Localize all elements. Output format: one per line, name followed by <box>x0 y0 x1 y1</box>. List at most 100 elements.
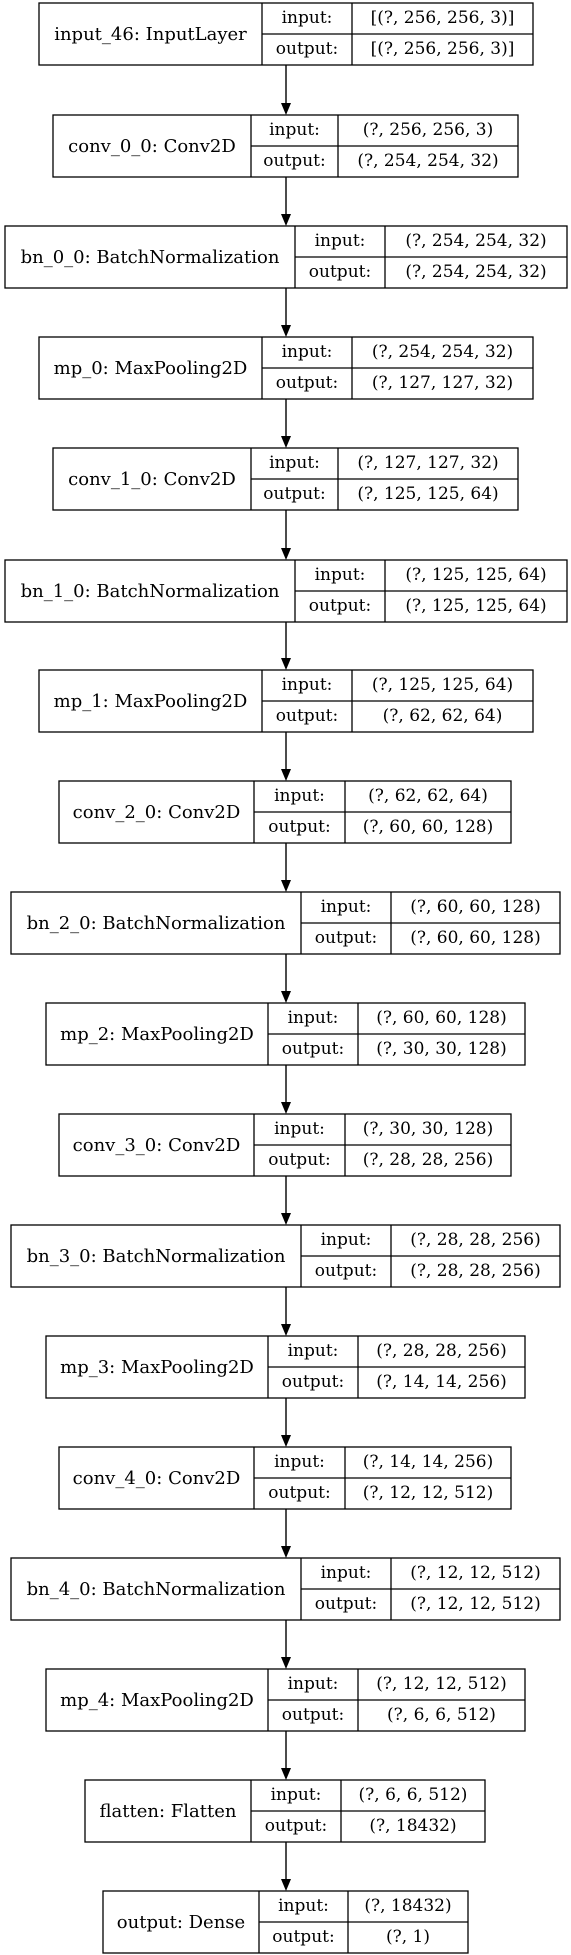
layer-title: bn_0_0: BatchNormalization <box>21 247 280 268</box>
input-shape: (?, 18432) <box>364 1896 451 1916</box>
edge-arrow <box>281 399 291 448</box>
layer-name-separator: : <box>85 581 97 602</box>
arrowhead <box>281 214 291 226</box>
input-label: input: <box>269 120 320 140</box>
input-shape: (?, 125, 125, 64) <box>372 675 513 695</box>
layer-name: flatten <box>100 1801 160 1822</box>
layer-title: mp_4: MaxPooling2D <box>60 1690 254 1711</box>
layer-name-separator: : <box>91 1579 103 1600</box>
arrowhead <box>281 103 291 115</box>
layer-name-separator: : <box>103 691 115 712</box>
layer-title: mp_2: MaxPooling2D <box>60 1024 254 1045</box>
edge-arrow <box>281 1398 291 1447</box>
layer-node-bn_2_0: bn_2_0: BatchNormalizationinput:output:(… <box>10 891 561 955</box>
input-label: input: <box>288 1008 339 1028</box>
input-shape: [(?, 256, 256, 3)] <box>371 8 515 28</box>
layer-name: output <box>117 1912 178 1933</box>
layer-name: input_46 <box>54 24 134 45</box>
output-shape: (?, 62, 62, 64) <box>383 706 503 726</box>
arrowhead <box>281 1657 291 1669</box>
output-label: output: <box>282 1705 344 1725</box>
input-shape: (?, 127, 127, 32) <box>357 453 498 473</box>
arrowhead <box>281 325 291 337</box>
edges <box>281 65 291 1891</box>
edge-arrow <box>281 622 291 670</box>
input-label: input: <box>321 1563 372 1583</box>
edge-arrow <box>281 732 291 781</box>
input-label: input: <box>315 565 366 585</box>
input-shape: (?, 14, 14, 256) <box>363 1452 494 1472</box>
output-shape: (?, 254, 254, 32) <box>405 262 546 282</box>
input-label: input: <box>282 342 333 362</box>
layer-nodes: input_46: InputLayer input: output: [(?, 25… <box>4 2 568 1954</box>
layer-type: Conv2D <box>168 802 240 823</box>
input-label: input: <box>278 1896 329 1916</box>
layer-type: BatchNormalization <box>96 581 279 602</box>
arrowhead <box>281 1879 291 1891</box>
input-shape: (?, 60, 60, 128) <box>410 897 541 917</box>
input-shape: (?, 12, 12, 512) <box>376 1674 507 1694</box>
input-label: input: <box>321 897 372 917</box>
output-shape: (?, 1) <box>386 1927 430 1947</box>
input-shape: (?, 28, 28, 256) <box>410 1230 541 1250</box>
layer-title: conv_4_0: Conv2D <box>73 1468 241 1489</box>
layer-title: input_46: InputLayer <box>54 24 247 45</box>
layer-name: bn_1_0 <box>21 581 85 602</box>
output-label: output: <box>276 706 338 726</box>
input-shape: (?, 254, 254, 32) <box>405 231 546 251</box>
input-shape: (?, 62, 62, 64) <box>368 786 488 806</box>
layer-name: mp_0 <box>54 358 103 379</box>
layer-type: Conv2D <box>168 1135 240 1156</box>
input-shape: (?, 12, 12, 512) <box>410 1563 541 1583</box>
output-label: output: <box>282 1372 344 1392</box>
layer-name-separator: : <box>91 1246 103 1267</box>
layer-title: conv_0_0: Conv2D <box>68 136 236 157</box>
edge-arrow <box>281 510 291 560</box>
input-shape: (?, 28, 28, 256) <box>376 1341 507 1361</box>
layer-name: mp_4 <box>60 1690 109 1711</box>
layer-type: Conv2D <box>168 1468 240 1489</box>
layer-type: Flatten <box>171 1801 237 1822</box>
layer-name-separator: : <box>103 358 115 379</box>
arrowhead <box>281 436 291 448</box>
input-label: input: <box>288 1674 339 1694</box>
layer-name: conv_4_0 <box>73 1468 157 1489</box>
layer-box <box>10 1224 561 1288</box>
edge-arrow <box>281 288 291 337</box>
output-label: output: <box>265 1816 327 1836</box>
layer-name: conv_2_0 <box>73 802 157 823</box>
layer-title: output: Dense <box>117 1912 245 1933</box>
output-label: output: <box>315 1594 377 1614</box>
layer-title: mp_0: MaxPooling2D <box>54 358 248 379</box>
edge-arrow <box>281 1620 291 1669</box>
layer-node-bn_4_0: bn_4_0: BatchNormalizationinput:output:(… <box>10 1557 561 1621</box>
layer-name-separator: : <box>109 1024 121 1045</box>
arrowhead <box>281 1324 291 1336</box>
layer-name-separator: : <box>156 802 168 823</box>
input-shape: (?, 254, 254, 32) <box>372 342 513 362</box>
edge-arrow <box>281 1509 291 1558</box>
output-label: output: <box>263 151 325 171</box>
input-shape: (?, 30, 30, 128) <box>363 1119 494 1139</box>
arrowhead <box>281 1435 291 1447</box>
layer-title: mp_3: MaxPooling2D <box>60 1357 254 1378</box>
output-shape: (?, 6, 6, 512) <box>387 1705 496 1725</box>
layer-name-separator: : <box>91 913 103 934</box>
output-label: output: <box>282 1039 344 1059</box>
layer-title: bn_2_0: BatchNormalization <box>27 913 286 934</box>
output-shape: (?, 28, 28, 256) <box>363 1150 494 1170</box>
layer-name: conv_1_0 <box>68 469 152 490</box>
layer-name: bn_2_0 <box>27 913 91 934</box>
layer-name: mp_2 <box>60 1024 109 1045</box>
layer-name-separator: : <box>152 136 164 157</box>
input-label: input: <box>282 8 333 28</box>
arrowhead <box>281 1768 291 1780</box>
layer-name: mp_1 <box>54 691 103 712</box>
